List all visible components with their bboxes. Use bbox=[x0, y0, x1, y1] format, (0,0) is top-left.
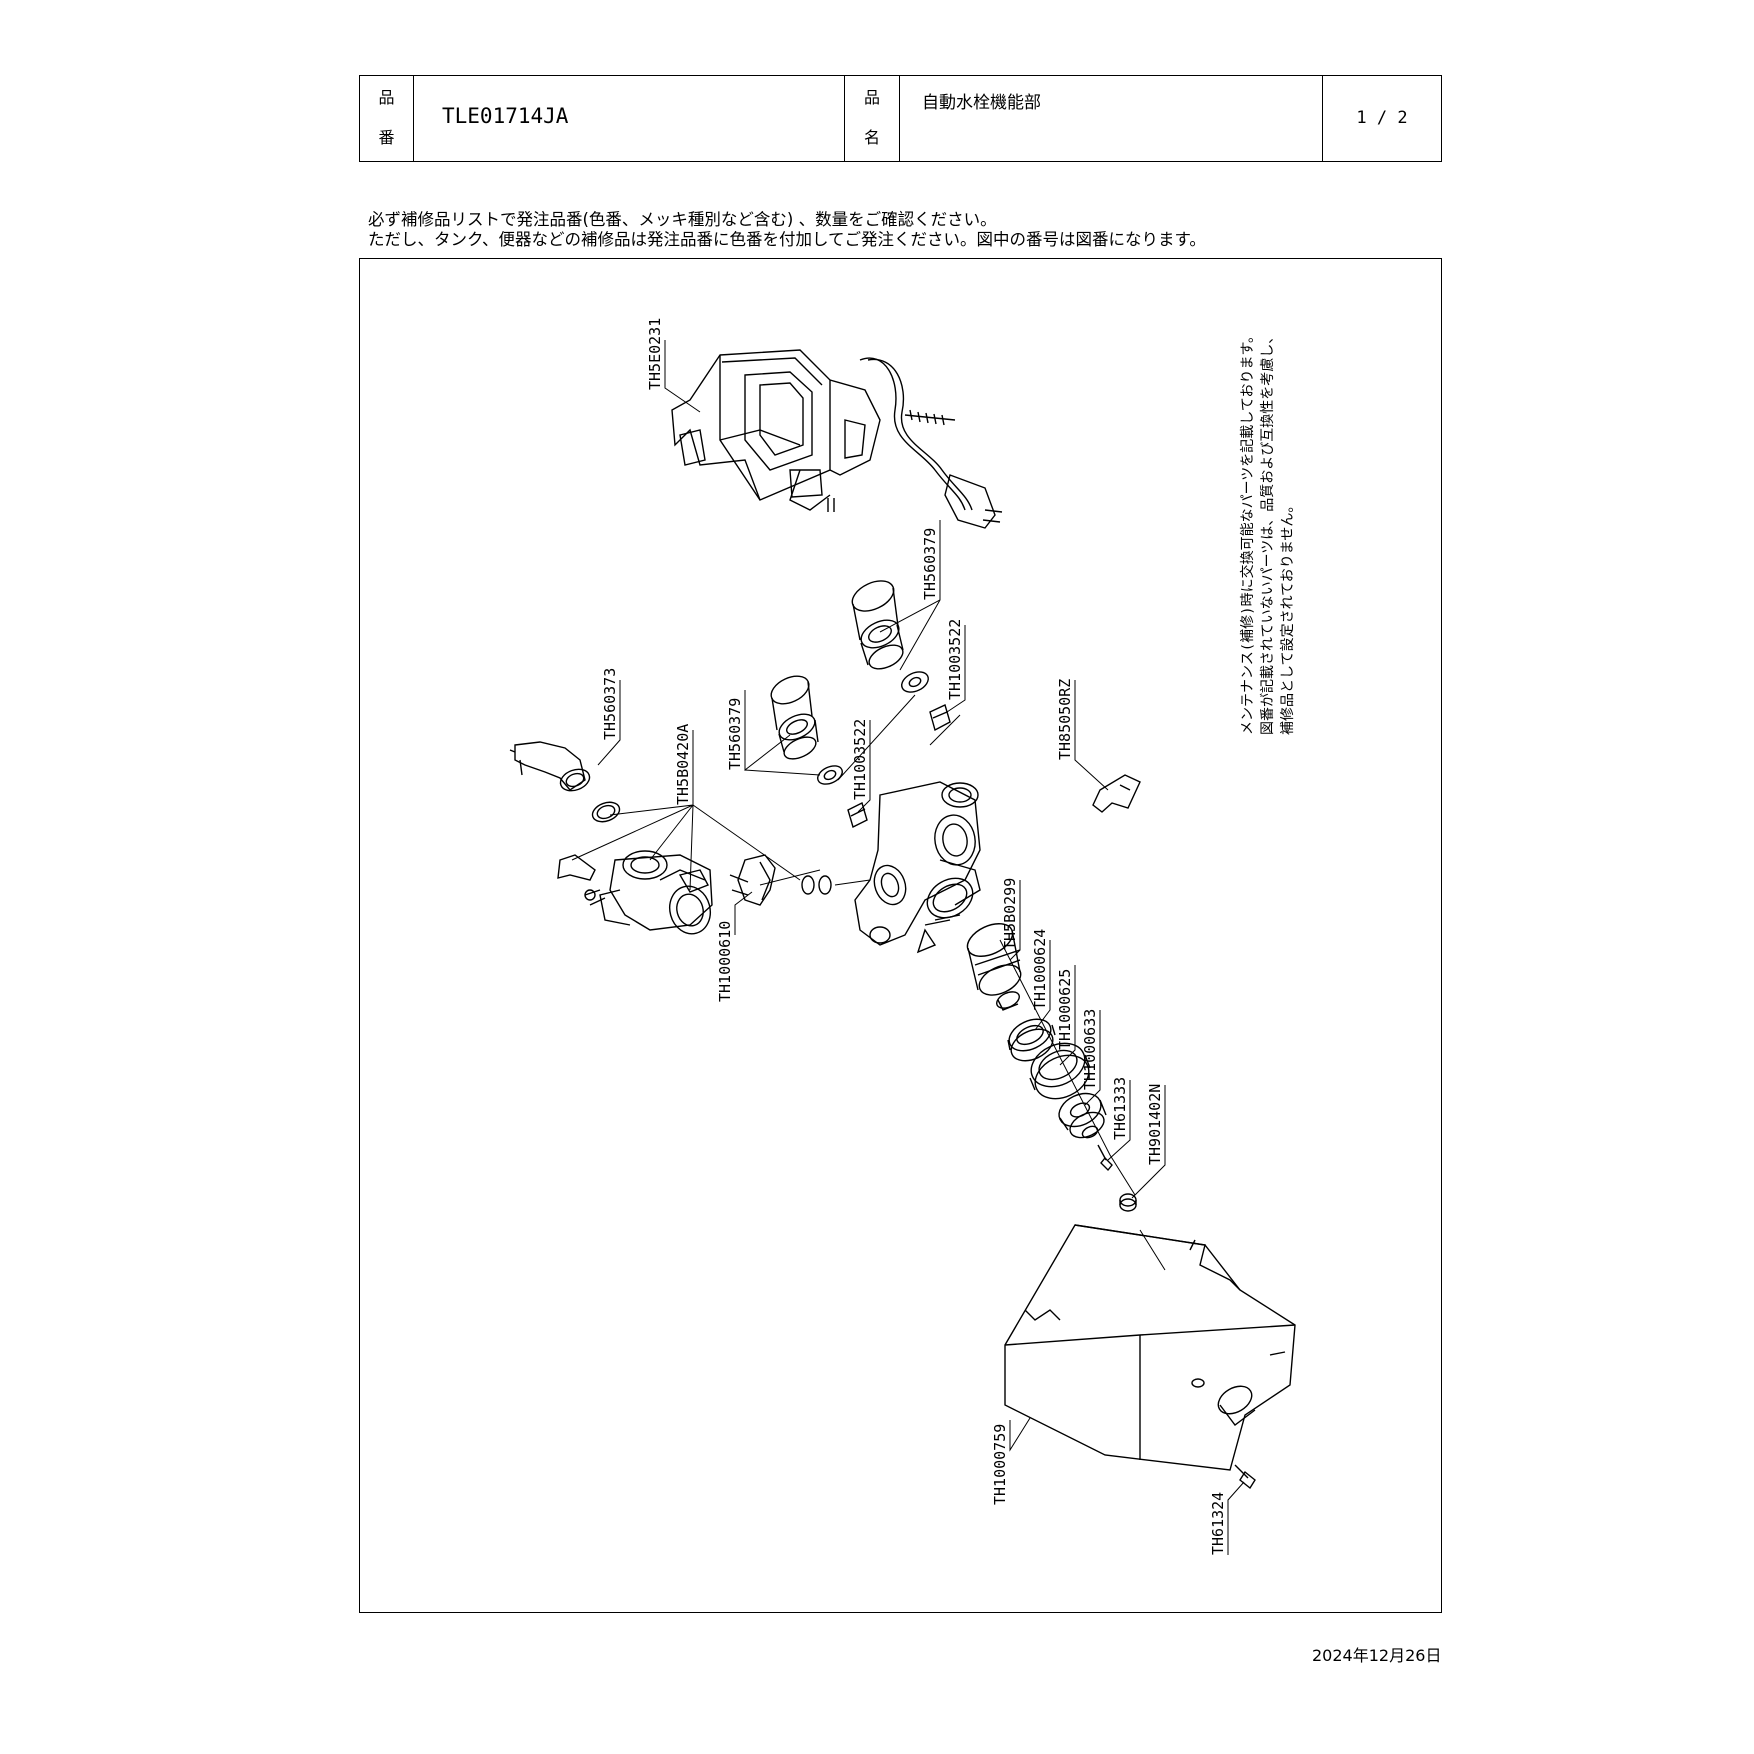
label-TH1003522-lower: TH1003522 bbox=[851, 719, 869, 800]
part-number-cell: TLE01714JA bbox=[414, 76, 845, 161]
part-number-label-cell: 品 番 bbox=[360, 76, 414, 161]
maintenance-note-line-2: 図番が記載されていないパーツは、品質および互換性を考慮し、 bbox=[1259, 330, 1276, 735]
cover-box-drawing bbox=[1004, 1224, 1296, 1490]
control-unit-drawing bbox=[671, 349, 1003, 529]
leader-lines bbox=[571, 340, 1245, 1555]
valve-assembly-drawing bbox=[509, 741, 713, 935]
maintenance-note: メンテナンス(補修)時に交換可能なパーツを記載しております。 図番が記載されてい… bbox=[1239, 329, 1296, 735]
part-number-label-2: 番 bbox=[378, 128, 395, 147]
header-table: 品 番 TLE01714JA 品 名 自動水栓機能部 1 / 2 bbox=[359, 75, 1442, 162]
label-TH61324: TH61324 bbox=[1209, 1492, 1227, 1555]
issue-date: 2024年12月26日 bbox=[1312, 1646, 1442, 1665]
part-name-label-cell: 品 名 bbox=[845, 76, 900, 161]
order-notice-line-2: ただし、タンク、便器などの補修品は発注品番に色番を付加してご発注ください。図中の… bbox=[368, 230, 1206, 249]
part-name-label-1: 品 bbox=[863, 88, 880, 107]
maintenance-note-line-1: メンテナンス(補修)時に交換可能なパーツを記載しております。 bbox=[1239, 329, 1256, 735]
drawing-frame bbox=[359, 258, 1442, 1613]
label-TH5B0299: TH5B0299 bbox=[1001, 878, 1019, 950]
label-TH5E0231: TH5E0231 bbox=[646, 318, 664, 390]
part-labels: TH5E0231 TH560379 TH1003522 TH560373 TH5… bbox=[601, 318, 1227, 1555]
label-TH61333: TH61333 bbox=[1111, 1077, 1129, 1140]
page-cell: 1 / 2 bbox=[1323, 76, 1441, 161]
part-name-label-2: 名 bbox=[863, 128, 880, 147]
label-TH560379-upper: TH560379 bbox=[921, 528, 939, 600]
label-TH5B0420A: TH5B0420A bbox=[674, 724, 692, 805]
lower-union-nut-drawing bbox=[770, 675, 868, 829]
order-notice-line-1: 必ず補修品リストで発注品番(色番、メッキ種別など含む) 、数量をご確認ください。 bbox=[368, 210, 997, 229]
label-TH1000625: TH1000625 bbox=[1056, 969, 1074, 1050]
label-TH1000610: TH1000610 bbox=[716, 921, 734, 1002]
upper-union-nut-drawing bbox=[851, 580, 951, 732]
part-number-label-1: 品 bbox=[378, 88, 395, 107]
key-tool-drawing bbox=[1092, 774, 1141, 813]
maintenance-note-line-3: 補修品として設定されておりません。 bbox=[1280, 499, 1296, 735]
label-TH85050RZ: TH85050RZ bbox=[1056, 679, 1074, 760]
solenoid-valve-body-drawing bbox=[854, 781, 981, 954]
page-number: 1 / 2 bbox=[1356, 108, 1408, 128]
part-name-cell: 自動水栓機能部 bbox=[900, 76, 1323, 161]
label-TH1000624: TH1000624 bbox=[1031, 929, 1049, 1010]
label-TH1000633: TH1000633 bbox=[1081, 1009, 1099, 1090]
clip-drawing bbox=[729, 854, 832, 906]
label-TH1003522-upper: TH1003522 bbox=[946, 619, 964, 700]
cartridge-drawing bbox=[966, 923, 1137, 1212]
label-TH560373: TH560373 bbox=[601, 668, 619, 740]
part-number: TLE01714JA bbox=[442, 104, 569, 128]
label-TH1000759: TH1000759 bbox=[991, 1424, 1009, 1505]
label-TH901402N: TH901402N bbox=[1146, 1084, 1164, 1165]
order-notice: 必ず補修品リストで発注品番(色番、メッキ種別など含む) 、数量をご確認ください。… bbox=[368, 210, 1206, 250]
label-TH560379-lower: TH560379 bbox=[726, 698, 744, 770]
part-name: 自動水栓機能部 bbox=[922, 93, 1041, 113]
